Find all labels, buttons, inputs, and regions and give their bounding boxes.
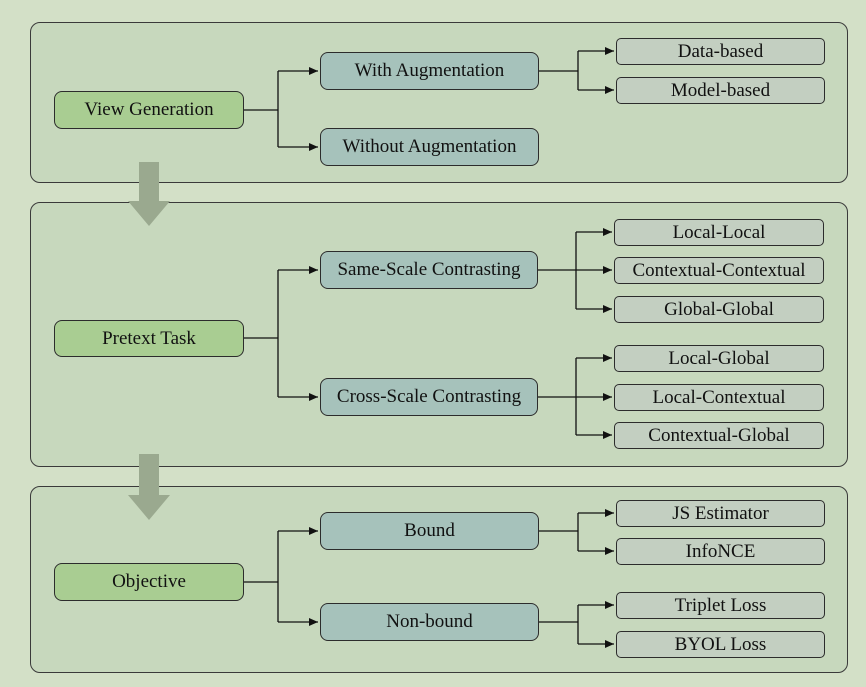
non-bound-box: Non-bound [320, 603, 539, 641]
local-local-box: Local-Local [614, 219, 824, 246]
same-scale-contrasting-box: Same-Scale Contrasting [320, 251, 538, 289]
without-augmentation-box: Without Augmentation [320, 128, 539, 166]
pretext-task-box: Pretext Task [54, 320, 244, 357]
infonce-box: InfoNCE [616, 538, 825, 565]
contextual-contextual-box: Contextual-Contextual [614, 257, 824, 284]
bound-box: Bound [320, 512, 539, 550]
local-contextual-box: Local-Contextual [614, 384, 824, 411]
cross-scale-contrasting-box: Cross-Scale Contrasting [320, 378, 538, 416]
model-based-box: Model-based [616, 77, 825, 104]
local-global-box: Local-Global [614, 345, 824, 372]
flow-arrow-1 [128, 162, 170, 226]
byol-loss-box: BYOL Loss [616, 631, 825, 658]
with-augmentation-box: With Augmentation [320, 52, 539, 90]
triplet-loss-box: Triplet Loss [616, 592, 825, 619]
data-based-box: Data-based [616, 38, 825, 65]
view-generation-box: View Generation [54, 91, 244, 129]
flow-arrow-2 [128, 454, 170, 520]
contextual-global-box: Contextual-Global [614, 422, 824, 449]
js-estimator-box: JS Estimator [616, 500, 825, 527]
global-global-box: Global-Global [614, 296, 824, 323]
objective-box: Objective [54, 563, 244, 601]
